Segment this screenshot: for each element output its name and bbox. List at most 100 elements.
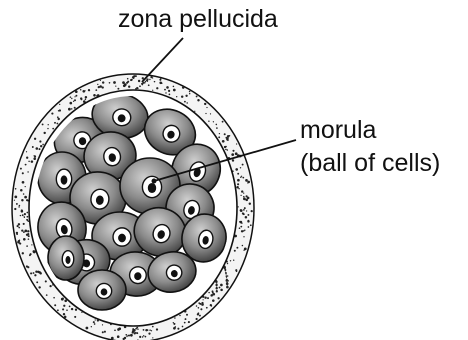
morula-label: morula [300, 115, 376, 145]
stipple-dot [139, 336, 141, 338]
stipple-dot [240, 226, 242, 228]
stipple-dot [117, 328, 120, 331]
zona-pellucida-label: zona pellucida [118, 4, 278, 34]
stipple-dot [216, 124, 218, 126]
stipple-dot [217, 297, 219, 299]
stipple-dot [22, 181, 25, 184]
cell [78, 270, 126, 310]
stipple-dot [203, 299, 204, 300]
stipple-dot [208, 292, 209, 293]
stipple-dot [225, 149, 227, 151]
stipple-dot [142, 336, 143, 337]
stipple-dot [241, 230, 243, 232]
stipple-dot [111, 337, 114, 340]
stipple-dot [125, 334, 127, 336]
stipple-dot [241, 190, 243, 192]
stipple-dot [236, 143, 237, 144]
stipple-dot [242, 245, 244, 247]
stipple-dot [148, 333, 150, 335]
stipple-dot [227, 263, 229, 265]
stipple-dot [93, 321, 95, 323]
stipple-dot [24, 216, 25, 217]
stipple-dot [61, 298, 64, 301]
stipple-dot [43, 132, 45, 134]
stipple-dot [18, 227, 20, 229]
stipple-dot [28, 238, 30, 240]
stipple-dot [231, 153, 234, 156]
stipple-dot [94, 323, 96, 325]
stipple-dot [21, 229, 23, 231]
stipple-dot [160, 78, 161, 79]
stipple-dot [173, 86, 175, 88]
stipple-dot [189, 93, 190, 94]
stipple-dot [206, 107, 207, 108]
stipple-dot [236, 186, 239, 189]
stipple-dot [63, 313, 65, 315]
stipple-dot [80, 89, 82, 91]
stipple-dot [210, 113, 211, 114]
stipple-dot [25, 186, 26, 187]
stipple-dot [227, 280, 228, 281]
stipple-dot [74, 99, 76, 101]
stipple-dot [15, 188, 17, 190]
stipple-dot [18, 240, 20, 242]
stipple-dot [47, 128, 48, 129]
stipple-dot [226, 286, 229, 289]
stipple-dot [222, 121, 224, 123]
stipple-dot [53, 297, 55, 299]
stipple-dot [182, 86, 184, 88]
stipple-dot [243, 213, 245, 215]
stipple-dot [198, 307, 200, 309]
stipple-dot [26, 157, 28, 159]
stipple-dot [26, 245, 28, 247]
stipple-dot [215, 284, 217, 286]
stipple-dot [152, 326, 154, 328]
stipple-dot [242, 177, 244, 179]
stipple-dot [247, 197, 250, 200]
stipple-dot [212, 291, 214, 293]
stipple-dot [148, 84, 150, 86]
stipple-dot [23, 231, 25, 233]
stipple-dot [135, 332, 137, 334]
stipple-dot [33, 272, 35, 274]
stipple-dot [39, 140, 41, 142]
stipple-dot [114, 329, 116, 331]
stipple-dot [74, 316, 76, 318]
stipple-dot [73, 101, 74, 102]
stipple-dot [241, 222, 242, 223]
stipple-dot [216, 127, 218, 129]
stipple-dot [39, 148, 41, 150]
zona-leader-line [142, 38, 183, 82]
stipple-dot [199, 315, 201, 317]
stipple-dot [20, 189, 23, 192]
stipple-dot [201, 302, 203, 304]
stipple-dot [200, 308, 202, 310]
stipple-dot [70, 102, 73, 105]
stipple-dot [145, 81, 146, 82]
stipple-dot [154, 81, 156, 83]
stipple-dot [71, 108, 73, 110]
stipple-dot [184, 101, 186, 103]
stipple-dot [227, 149, 229, 151]
stipple-dot [251, 210, 253, 212]
stipple-dot [240, 209, 243, 212]
stipple-dot [166, 86, 169, 89]
stipple-dot [24, 230, 27, 233]
stipple-dot [181, 95, 183, 97]
stipple-dot [220, 284, 223, 287]
stipple-dot [196, 318, 198, 320]
stipple-dot [133, 75, 135, 77]
stipple-dot [18, 206, 19, 207]
stipple-dot [243, 236, 244, 237]
stipple-dot [196, 305, 198, 307]
stipple-dot [230, 260, 231, 261]
stipple-dot [31, 160, 34, 163]
stipple-dot [82, 90, 85, 93]
stipple-dot [26, 219, 28, 221]
stipple-dot [91, 326, 92, 327]
stipple-dot [240, 177, 241, 178]
stipple-dot [27, 216, 29, 218]
stipple-dot [210, 294, 213, 297]
stipple-dot [36, 281, 38, 283]
stipple-dot [234, 250, 236, 252]
